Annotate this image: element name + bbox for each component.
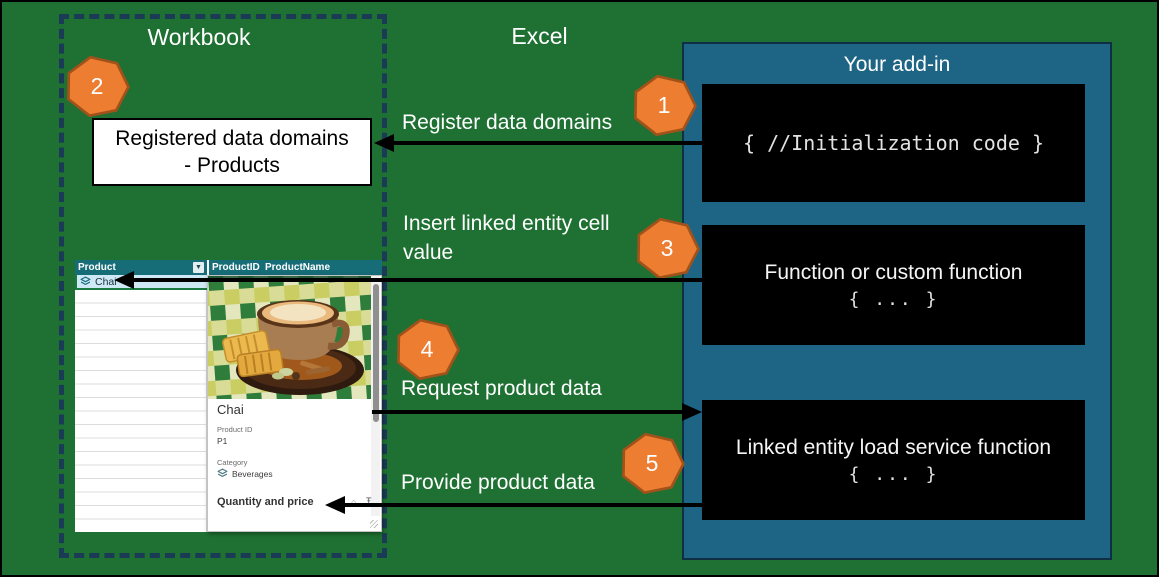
workbook-dashed-container — [59, 14, 387, 558]
step-badge-3: 3 — [634, 217, 700, 280]
cell-value: Chai — [95, 275, 117, 288]
column-header-product: Product ▼ — [75, 260, 207, 275]
resize-handle-icon[interactable] — [370, 520, 378, 528]
register-arrow — [374, 134, 702, 152]
card-category-row: Beverages — [217, 468, 273, 479]
function-box-title: Function or custom function — [764, 260, 1023, 284]
insert-linked-entity-label-line2: value — [403, 241, 454, 264]
registered-domains-line1: Registered data domains — [115, 127, 349, 150]
linked-entity-icon — [80, 276, 91, 287]
excel-screenshot: Product ▼ ProductID ▼ ProductName Chai — [75, 260, 382, 532]
request-product-data-arrow — [372, 403, 702, 421]
insert-cell-value-arrow — [114, 271, 702, 289]
card-field-label: Category — [217, 458, 248, 467]
card-field-label: Product ID — [217, 425, 253, 434]
arrow-right-icon — [682, 403, 702, 421]
provide-product-data-label: Provide product data — [401, 471, 595, 494]
function-box: Function or custom function { ... } — [702, 225, 1085, 345]
provide-product-data-arrow — [325, 496, 702, 514]
column-header-productname: ProductName — [262, 260, 382, 275]
step-badge-1: 1 — [631, 74, 697, 137]
card-section-heading: Quantity and price — [217, 496, 314, 508]
addin-title: Your add-in — [843, 53, 951, 76]
card-field-value: P1 — [217, 436, 228, 446]
service-function-box: Linked entity load service function { ..… — [702, 400, 1085, 520]
request-product-data-label: Request product data — [401, 377, 602, 400]
workbook-label: Workbook — [147, 24, 251, 50]
insert-linked-entity-label-line1: Insert linked entity cell — [403, 212, 610, 235]
empty-rows-grid — [75, 290, 207, 532]
table-header-row: Product ▼ ProductID ▼ ProductName — [75, 260, 382, 275]
registered-domains-line2: - Products — [184, 154, 280, 177]
register-data-domains-label: Register data domains — [402, 111, 613, 134]
collapse-caret-icon[interactable]: ⌂ — [351, 497, 357, 507]
step-badge-5: 5 — [619, 432, 685, 495]
initialization-code-box: { //Initialization code } — [702, 84, 1085, 202]
arrow-left-icon — [114, 271, 134, 289]
service-box-code: { ... } — [848, 463, 939, 485]
registered-data-domains-box: Registered data domains - Products — [92, 118, 372, 186]
filter-dropdown-icon[interactable]: ▼ — [193, 262, 204, 273]
pin-icon[interactable]: Ŧ — [366, 496, 372, 506]
arrow-left-icon — [374, 134, 394, 152]
column-separator — [207, 260, 209, 275]
excel-label: Excel — [511, 23, 568, 49]
function-box-code: { ... } — [848, 288, 939, 310]
initialization-code-text: { //Initialization code } — [742, 131, 1045, 155]
step-badge-2: 2 — [64, 55, 130, 118]
step-badge-4: 4 — [394, 318, 460, 381]
scrollbar-thumb[interactable] — [372, 284, 379, 422]
entity-card: ▲ Chai Product ID P1 Category Beverages … — [207, 275, 382, 532]
linked-entity-icon — [217, 468, 228, 479]
chai-photo — [208, 276, 371, 399]
card-scrollbar[interactable]: ▲ — [371, 276, 380, 516]
card-title: Chai — [217, 402, 244, 417]
arrow-left-icon — [325, 496, 345, 514]
service-box-title: Linked entity load service function — [735, 435, 1052, 459]
card-field-value: Beverages — [232, 468, 273, 479]
